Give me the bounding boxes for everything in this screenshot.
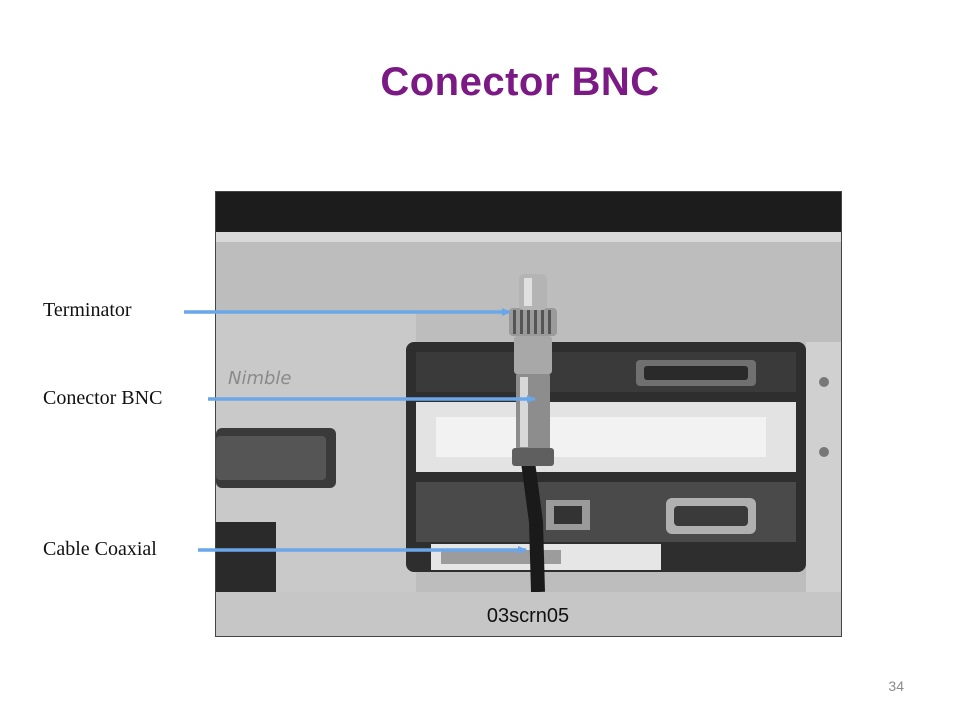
page-number: 34: [888, 678, 904, 694]
callout-coaxial-cable-label: Cable Coaxial: [43, 538, 157, 560]
callout-terminator-label: Terminator: [43, 299, 132, 321]
bnc-connector-photo: Nimble: [215, 191, 842, 637]
photo-caption: 03scrn05: [487, 605, 569, 627]
chassis-logo: Nimble: [228, 368, 292, 389]
callout-bnc-connector-label: Conector BNC: [43, 387, 163, 409]
slide-title: Conector BNC: [380, 60, 660, 104]
